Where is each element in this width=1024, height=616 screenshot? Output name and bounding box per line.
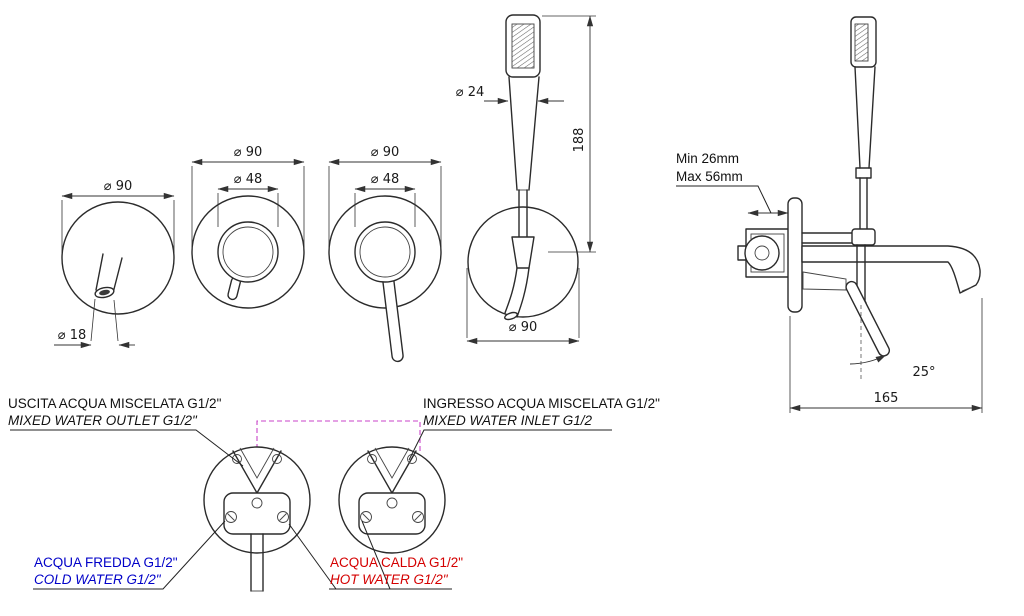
label-inlet-it: INGRESSO ACQUA MISCELATA G1/2" — [423, 396, 660, 411]
label-outlet-it: USCITA ACQUA MISCELATA G1/2" — [8, 396, 222, 411]
dimension-spout-18: ⌀ 18 — [54, 298, 135, 349]
dim-text-d90: ⌀ 90 — [234, 145, 263, 160]
dimension-reach-165: 165 — [789, 298, 983, 413]
dim-text-angle: 25° — [912, 365, 935, 380]
hot-leader-left — [288, 523, 337, 590]
front-view-spout: ⌀ 90 ⌀ 18 — [54, 179, 175, 349]
dimension-plate-90: ⌀ 90 — [328, 145, 442, 249]
knob-inner — [359, 226, 411, 278]
dim-text-d90: ⌀ 90 — [371, 145, 400, 160]
label-cold-it: ACQUA FREDDA G1/2" — [34, 555, 178, 570]
dim-text-d90: ⌀ 90 — [509, 320, 538, 335]
knob-outer — [217, 221, 279, 283]
hose-right — [516, 267, 530, 318]
spray-face-hatch — [511, 23, 535, 69]
roughin-valve-left — [203, 446, 311, 554]
roughin-valve-right — [338, 446, 446, 554]
dim-text-165: 165 — [874, 391, 899, 406]
lever-stem — [802, 271, 847, 291]
label-hot-en: HOT WATER G1/2" — [330, 572, 449, 587]
label-outlet-en: MIXED WATER OUTLET G1/2" — [8, 413, 198, 428]
dim-text-d90: ⌀ 90 — [104, 179, 133, 194]
recess-min-text: Min 26mm — [676, 151, 739, 166]
dimension-handle-24: ⌀ 24 — [456, 85, 564, 105]
spout-side — [801, 245, 981, 294]
spout-tube-right-edge — [112, 257, 123, 294]
dim-text-d48: ⌀ 48 — [371, 172, 400, 187]
lever-side — [845, 280, 891, 357]
hose-end — [504, 311, 518, 321]
dimension-plate-90: ⌀ 90 — [61, 179, 175, 254]
label-cold-en: COLD WATER G1/2" — [34, 572, 162, 587]
dimension-knob-48: ⌀ 48 — [217, 172, 279, 227]
handle-right-edge — [528, 76, 540, 191]
dimension-height-188: 188 — [542, 15, 596, 253]
front-view-knob: ⌀ 90 ⌀ 48 — [191, 145, 305, 309]
front-view-handshower: ⌀ 24 188 ⌀ 90 — [456, 14, 596, 345]
dim-text-188: 188 — [572, 128, 587, 153]
label-hot-it: ACQUA CALDA G1/2" — [330, 555, 463, 570]
knob-inner — [222, 226, 274, 278]
dim-text-d48: ⌀ 48 — [234, 172, 263, 187]
front-view-lever: ⌀ 90 ⌀ 48 — [328, 145, 442, 363]
recess-note: Min 26mm Max 56mm — [676, 151, 772, 214]
angle-arc — [849, 354, 887, 365]
inlet-leader — [408, 429, 612, 461]
side-view-assembly: 25° Min 26mm Max 56mm 165 — [676, 16, 983, 413]
recess-leader — [676, 185, 772, 214]
dim-text-d24: ⌀ 24 — [456, 85, 485, 100]
label-inlet-en: MIXED WATER INLET G1/2 — [423, 413, 593, 428]
hose-left — [504, 267, 518, 314]
cartridge-circle — [744, 235, 780, 271]
knob-outer — [354, 221, 416, 283]
spray-face-hatch — [854, 23, 869, 62]
handle-collar — [855, 167, 872, 179]
holder-knuckle — [851, 228, 876, 246]
spout-tube-left-edge — [95, 253, 104, 291]
recess-max-text: Max 56mm — [676, 169, 743, 184]
dimension-plate-90: ⌀ 90 — [191, 145, 305, 249]
dim-text-d18: ⌀ 18 — [58, 328, 87, 343]
hot-leader-right — [361, 520, 391, 590]
dimension-plate-90: ⌀ 90 — [466, 268, 580, 345]
spout-mouth — [94, 286, 115, 299]
cold-leader — [33, 520, 226, 590]
outlet-leader — [10, 429, 244, 467]
wall-plate-circle — [61, 201, 175, 315]
outlet-pipe — [250, 533, 264, 592]
roughin-valves: USCITA ACQUA MISCELATA G1/2" MIXED WATER… — [8, 396, 660, 592]
handle-left-edge — [508, 76, 518, 191]
wall-plate-side — [787, 197, 803, 313]
spout-bore — [99, 289, 110, 296]
dimension-knob-48: ⌀ 48 — [354, 172, 416, 227]
